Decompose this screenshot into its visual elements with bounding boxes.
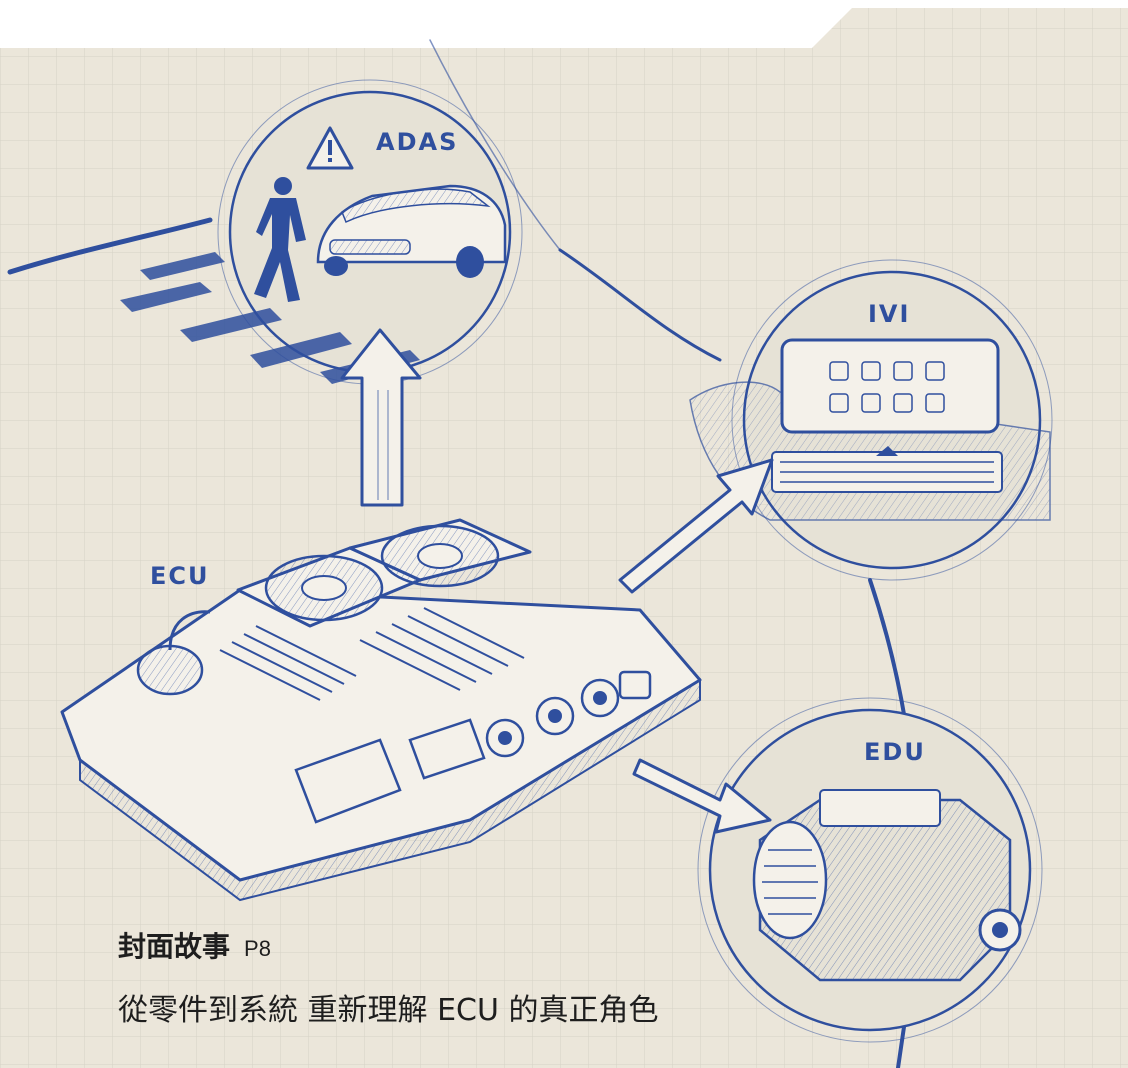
ivi-vignette: IVI <box>689 259 1053 581</box>
cover-story-title: 封面故事 <box>118 930 231 963</box>
arrow-to-edu <box>632 758 772 834</box>
infotainment-screen <box>780 338 1000 434</box>
adas-label: ADAS <box>376 128 458 156</box>
cover-story-heading: 封面故事 P8 <box>118 925 271 965</box>
ecu-unit: ECU <box>60 518 702 902</box>
ecu-label: ECU <box>150 562 210 590</box>
edu-label: EDU <box>864 738 926 766</box>
cover-story-subtitle: 從零件到系統 重新理解 ECU 的真正角色 <box>118 993 659 1028</box>
edu-vignette: EDU <box>697 697 1043 1043</box>
arrow-to-ivi <box>618 458 774 594</box>
connector-curves <box>7 39 907 1068</box>
ivi-label: IVI <box>868 300 910 328</box>
arrow-to-adas <box>340 328 422 507</box>
warning-icon <box>306 126 354 170</box>
page-reference: P8 <box>244 936 271 961</box>
